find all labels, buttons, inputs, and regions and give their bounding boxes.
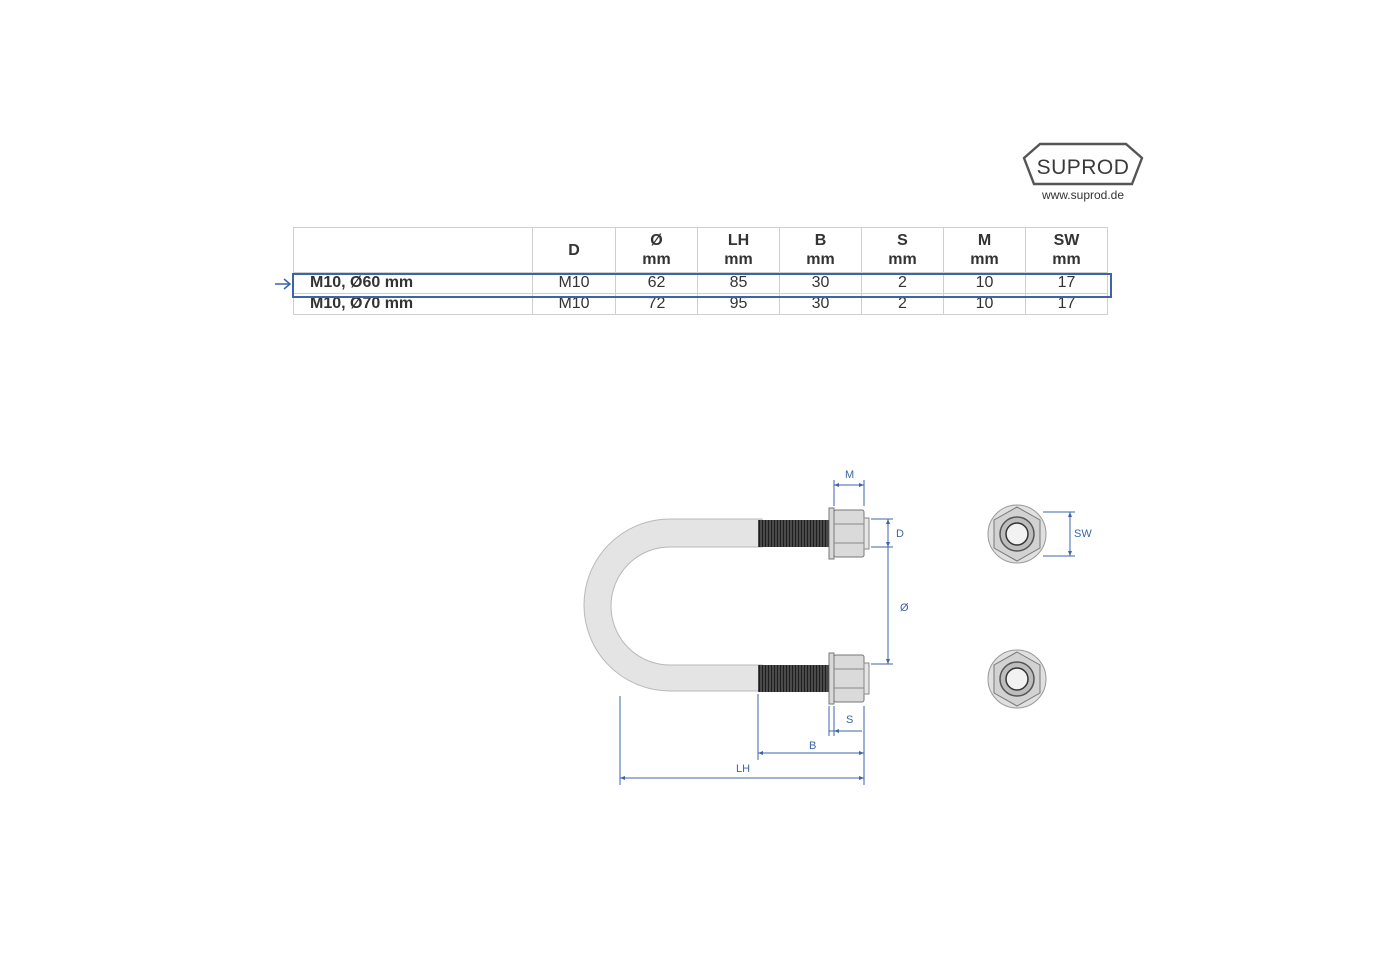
dim-label-m: M [845, 469, 854, 481]
cell-sw: 17 [1025, 293, 1108, 315]
cell-s: 2 [861, 293, 944, 315]
header-name [293, 227, 533, 273]
cell-m: 10 [943, 272, 1026, 294]
header-unit: mm [642, 251, 671, 268]
table-row[interactable]: M10, Ø60 mm M10 62 85 30 2 10 17 [293, 272, 1108, 294]
lower-thread [758, 665, 830, 692]
header-sw: SW mm [1025, 227, 1108, 273]
cell-s: 2 [861, 272, 944, 294]
header-label: B [814, 232, 827, 249]
row-name: M10, Ø70 mm [293, 293, 533, 315]
header-lh: LH mm [697, 227, 780, 273]
header-label: SW [1053, 232, 1080, 249]
logo-wordmark: SUPROD [1036, 156, 1130, 179]
nut-top-view-lower [987, 649, 1047, 709]
arrow-right-icon [275, 278, 292, 290]
cell-diameter: 62 [615, 272, 698, 294]
cell-b: 30 [779, 293, 862, 315]
dimension-arrows [620, 483, 1072, 780]
header-label: D [568, 241, 580, 259]
u-bolt-drawing: M D Ø S B LH SW [583, 469, 1092, 785]
suprod-logo: SUPROD www.suprod.de [1018, 140, 1148, 206]
header-unit: mm [970, 251, 999, 268]
dim-label-sw: SW [1074, 528, 1092, 540]
header-label: M [977, 232, 992, 249]
header-unit: mm [724, 251, 753, 268]
row-name: M10, Ø60 mm [293, 272, 533, 294]
header-unit: mm [806, 251, 835, 268]
header-label: S [897, 232, 908, 249]
cell-d: M10 [532, 272, 616, 294]
dim-label-d: D [896, 528, 904, 540]
logo-frame-icon [1022, 142, 1144, 186]
cell-m: 10 [943, 293, 1026, 315]
header-d: D [532, 227, 616, 273]
lower-nut [828, 652, 870, 705]
cell-sw: 17 [1025, 272, 1108, 294]
dim-label-lh: LH [736, 763, 750, 775]
dim-label-s: S [846, 714, 853, 726]
upper-nut [828, 507, 870, 560]
cell-d: M10 [532, 293, 616, 315]
header-label: Ø [650, 232, 663, 249]
header-label: LH [727, 232, 750, 249]
dim-label-b: B [809, 740, 816, 752]
logo-url: www.suprod.de [1041, 188, 1125, 202]
cell-lh: 95 [697, 293, 780, 315]
header-unit: mm [888, 251, 917, 268]
u-bolt-body [583, 518, 763, 692]
header-unit: mm [1052, 251, 1081, 268]
cell-lh: 85 [697, 272, 780, 294]
dim-label-diameter: Ø [900, 602, 909, 614]
nut-top-view-upper [987, 504, 1047, 564]
table-row[interactable]: M10, Ø70 mm M10 72 95 30 2 10 17 [293, 293, 1108, 315]
upper-thread [758, 520, 830, 547]
cell-b: 30 [779, 272, 862, 294]
cell-diameter: 72 [615, 293, 698, 315]
